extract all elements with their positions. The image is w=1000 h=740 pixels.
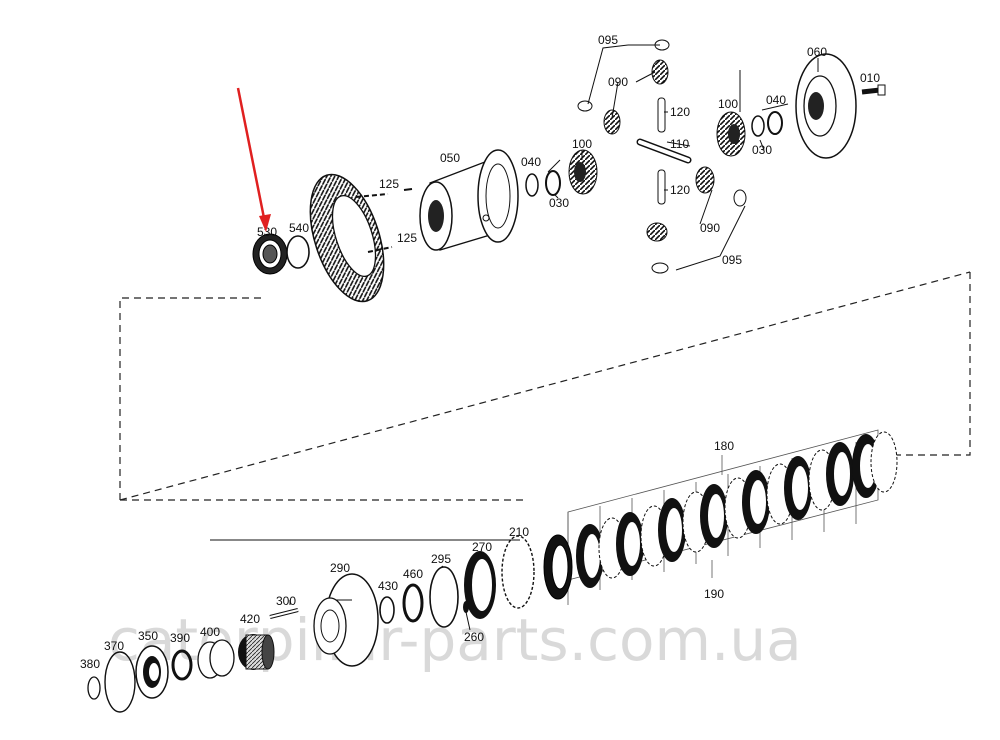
label-090-top: 090 [608, 75, 628, 89]
label-300: 300 [276, 594, 296, 608]
label-120-top: 120 [670, 105, 690, 119]
part-110-cross-shaft[interactable] [636, 138, 692, 164]
connector-frame [119, 271, 971, 501]
part-100-side-gear-upper[interactable] [716, 111, 746, 157]
label-100-top: 100 [718, 97, 738, 111]
part-430-ring[interactable] [379, 596, 395, 624]
label-370: 370 [104, 639, 124, 653]
label-120-lower: 120 [670, 183, 690, 197]
part-labels: 095 090 060 010 120 100 040 110 030 050 … [80, 33, 880, 671]
part-260-snap[interactable] [463, 601, 469, 613]
label-060: 060 [807, 45, 827, 59]
label-400: 400 [200, 625, 220, 639]
leader-lines-bottom [210, 539, 520, 631]
label-095-lower: 095 [722, 253, 742, 267]
label-125-lower: 125 [397, 231, 417, 245]
label-040-top: 040 [766, 93, 786, 107]
part-120-pins[interactable] [657, 97, 666, 205]
label-100-mid: 100 [572, 137, 592, 151]
part-380-ring[interactable] [87, 676, 101, 700]
part-400-sleeve[interactable] [197, 639, 235, 679]
label-350: 350 [138, 629, 158, 643]
part-540-ring[interactable] [286, 235, 310, 269]
label-290: 290 [330, 561, 350, 575]
label-460: 460 [403, 567, 423, 581]
label-380: 380 [80, 657, 100, 671]
bevel-ring-gear[interactable] [296, 165, 398, 310]
part-390-ring[interactable] [171, 649, 193, 681]
label-390: 390 [170, 631, 190, 645]
part-040-washer-upper[interactable] [751, 115, 765, 137]
part-420-bearing[interactable] [238, 634, 275, 670]
label-040-mid: 040 [521, 155, 541, 169]
label-190: 190 [704, 587, 724, 601]
label-125-top: 125 [379, 177, 399, 191]
label-260: 260 [464, 630, 484, 644]
label-050: 050 [440, 151, 460, 165]
part-030-washer-upper[interactable] [767, 111, 783, 135]
part-060-cover[interactable] [795, 53, 857, 159]
part-100-side-gear[interactable] [568, 149, 598, 195]
part-350-flange[interactable] [135, 645, 169, 699]
part-125-bolts[interactable] [355, 188, 413, 253]
label-530: 530 [257, 225, 277, 239]
part-010-bolt[interactable] [861, 84, 886, 96]
part-295-ring[interactable] [429, 566, 459, 628]
highlight-arrow [236, 87, 271, 232]
part-460-ring[interactable] [402, 583, 424, 623]
label-030-top: 030 [752, 143, 772, 157]
label-430: 430 [378, 579, 398, 593]
label-010: 010 [860, 71, 880, 85]
label-180: 180 [714, 439, 734, 453]
label-210: 210 [509, 525, 529, 539]
label-270: 270 [472, 540, 492, 554]
part-270-disc[interactable] [464, 551, 496, 619]
part-300-bolt[interactable] [269, 608, 299, 619]
label-295: 295 [431, 552, 451, 566]
label-090-lower: 090 [700, 221, 720, 235]
label-420: 420 [240, 612, 260, 626]
leader-lines-top [547, 44, 819, 271]
spider-gears[interactable] [577, 39, 747, 274]
label-110: 110 [670, 137, 689, 151]
part-290-hub[interactable] [313, 573, 379, 667]
part-530-bearing[interactable] [252, 233, 288, 275]
label-030-mid: 030 [549, 196, 569, 210]
part-180-190-clutch-discs[interactable] [543, 431, 898, 600]
part-050-housing[interactable] [419, 149, 519, 251]
part-030-washer[interactable] [545, 170, 561, 196]
part-370-ring[interactable] [104, 651, 136, 713]
part-040-washer[interactable] [525, 173, 539, 197]
label-540: 540 [289, 221, 309, 235]
part-210-disc[interactable] [501, 535, 535, 609]
label-095-top: 095 [598, 33, 618, 47]
